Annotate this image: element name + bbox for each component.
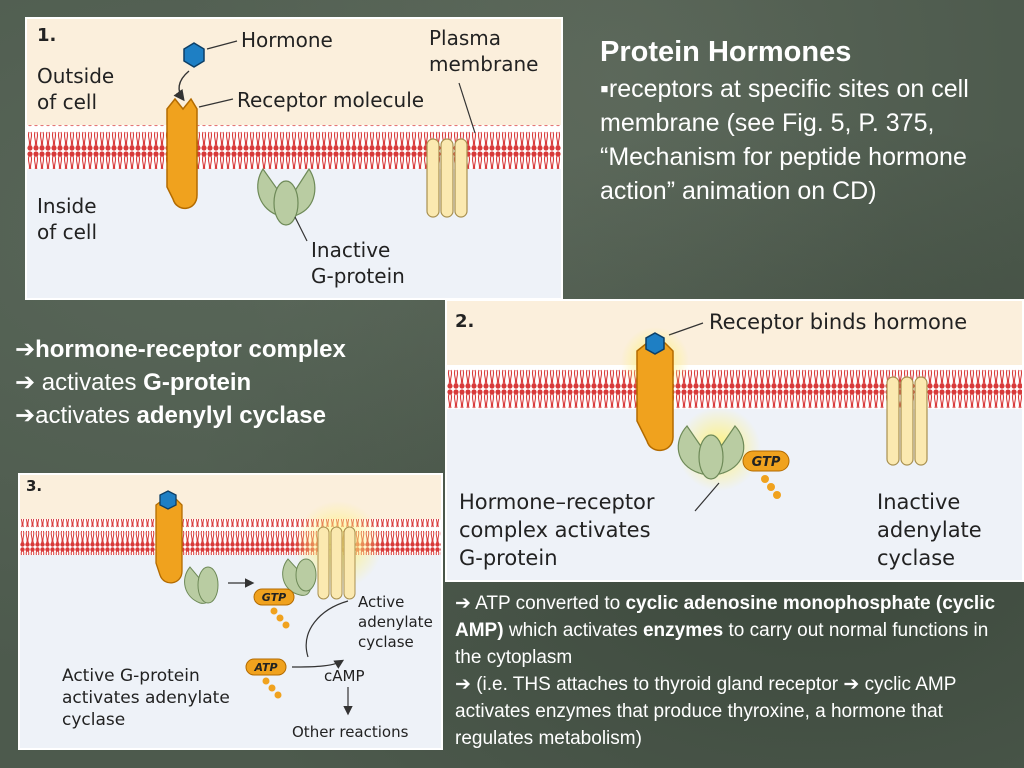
figure-2-title: Receptor binds hormone: [709, 310, 967, 334]
gtp-badge: [742, 450, 790, 472]
caption-line-2: complex activates: [459, 518, 651, 542]
step-item: ➔ activates G-protein: [15, 369, 252, 396]
arrow-icon: ➔: [843, 674, 860, 695]
inactive-cyclase-label-2: adenylate: [877, 518, 982, 542]
arrow-icon: ➔: [15, 369, 36, 396]
gprotein-label-1: Inactive: [311, 238, 390, 262]
gtp-label: GTP: [262, 591, 286, 604]
bullet-text: receptors at specific sites on cell memb…: [600, 75, 969, 205]
inactive-cyclase-label-3: cyclase: [877, 546, 955, 570]
figure-number: 3.: [26, 477, 42, 495]
figure-3-diagram: 3. GTP Active adenylate cyclase ATP: [20, 475, 441, 748]
gtp-label: GTP: [752, 455, 781, 470]
step-bold: hormone-receptor complex: [35, 336, 346, 363]
active-cyclase-label-3: cyclase: [358, 633, 414, 651]
hormone-label: Hormone: [241, 28, 333, 52]
receptor-icon: [155, 498, 183, 584]
other-reactions-label: Other reactions: [292, 723, 409, 741]
caption-line-3: cyclase: [62, 710, 125, 730]
plasma-membrane: [27, 125, 561, 169]
active-cyclase-label-1: Active: [358, 593, 404, 611]
receptor-label: Receptor molecule: [237, 88, 424, 112]
caption-line-2: activates adenylate: [62, 688, 230, 708]
step-bold: adenylyl cyclase: [136, 402, 326, 429]
arrow-icon: ➔: [455, 593, 471, 614]
figure-number: 1.: [37, 25, 56, 46]
figure-1-panel: 1. Outside of cell Inside of cell Hormon…: [25, 17, 563, 300]
plasma-membrane: [447, 365, 1022, 409]
hormone-icon: [159, 490, 177, 510]
slide-title: Protein Hormones: [600, 36, 852, 68]
inactive-cyclase-label-1: Inactive: [877, 490, 960, 514]
step-item: ➔activates adenylyl cyclase: [15, 402, 326, 429]
atp-badge: [245, 658, 287, 676]
plasma-label-2: membrane: [429, 52, 538, 76]
notes-text: ➔ ATP converted to cyclic adenosine mono…: [455, 590, 1015, 768]
active-gprotein-icon: [282, 558, 317, 596]
note-atp: ➔ ATP converted to cyclic adenosine mono…: [455, 593, 996, 668]
arrow-icon: ➔: [15, 402, 36, 429]
caption-line-1: Hormone–receptor: [459, 490, 655, 514]
atp-label: ATP: [253, 661, 277, 674]
step-bold: G-protein: [143, 369, 252, 396]
receptor-icon: [166, 97, 198, 209]
caption-line-1: Active G-protein: [62, 666, 200, 686]
bullet-receptors: ▪receptors at specific sites on cell mem…: [600, 72, 1000, 208]
gprotein-icon: [677, 425, 745, 480]
gtp-badge: [253, 588, 295, 606]
outside-label-1: Outside: [37, 64, 114, 88]
note-example: ➔ (i.e. THS attaches to thyroid gland re…: [455, 674, 957, 749]
figure-number: 2.: [455, 311, 474, 332]
camp-label: cAMP: [324, 667, 365, 685]
bullet-marker: ▪: [600, 75, 609, 103]
inactive-cyclase-icon: [886, 376, 928, 466]
figure-1-diagram: 1. Outside of cell Inside of cell Hormon…: [27, 19, 561, 298]
active-cyclase-label-2: adenylate: [358, 613, 433, 631]
hormone-icon: [183, 42, 205, 68]
arrow-icon: ➔: [455, 674, 471, 695]
inactive-gprotein-icon: [257, 167, 316, 226]
steps-list: ➔hormone-receptor complex ➔ activates G-…: [15, 333, 435, 432]
gprotein-label-2: G-protein: [311, 264, 405, 288]
figure-2-diagram: 2. Receptor binds hormone GTP Hormone–re…: [447, 301, 1022, 580]
active-cyclase-icon: [317, 526, 356, 600]
caption-line-3: G-protein: [459, 546, 558, 570]
hormone-icon: [645, 332, 665, 355]
outside-label-2: of cell: [37, 90, 97, 114]
inside-label-1: Inside: [37, 194, 97, 218]
figure-2-panel: 2. Receptor binds hormone GTP Hormone–re…: [445, 299, 1024, 582]
inactive-cyclase-icon: [426, 138, 468, 218]
arrow-icon: ➔: [15, 336, 36, 363]
step-item: ➔hormone-receptor complex: [15, 333, 435, 366]
receptor-icon: [636, 342, 674, 451]
inside-label-2: of cell: [37, 220, 97, 244]
gprotein-icon: [184, 566, 219, 604]
figure-3-panel: 3. GTP Active adenylate cyclase ATP: [18, 473, 443, 750]
plasma-label-1: Plasma: [429, 26, 501, 50]
